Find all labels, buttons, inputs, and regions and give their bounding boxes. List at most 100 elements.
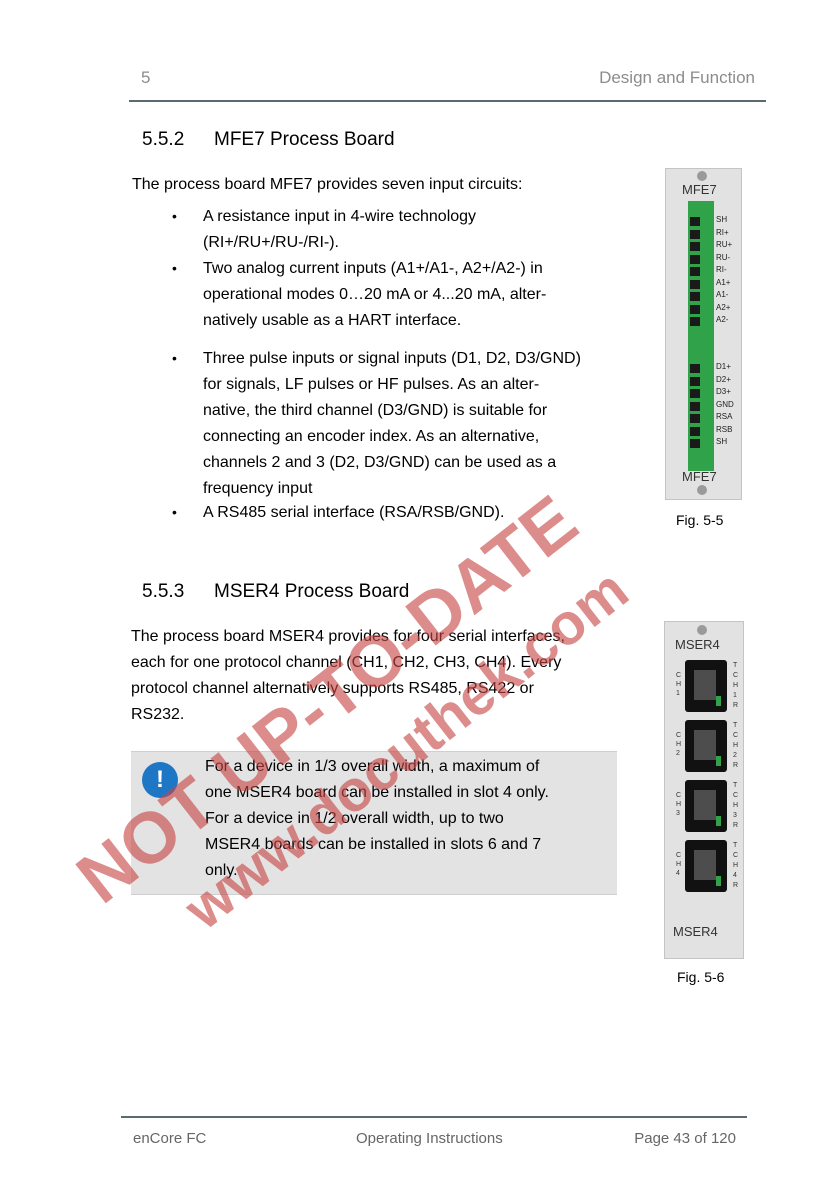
channel-label: H — [676, 801, 682, 808]
rj45-socket — [694, 670, 716, 700]
rj45-port-icon — [685, 840, 727, 892]
paragraph: The process board MFE7 provides seven in… — [132, 176, 523, 193]
pin-label: RSB — [716, 424, 733, 434]
bullet-text: operational modes 0…20 mA or 4...20 mA, … — [203, 286, 547, 303]
terminal-screw — [690, 376, 700, 386]
rj45-socket — [694, 790, 716, 820]
channel-label: C — [676, 672, 682, 679]
figure-caption: Fig. 5-5 — [676, 512, 724, 528]
pin-label: D1+ — [716, 362, 731, 371]
bullet-icon: • — [172, 208, 177, 224]
terminal-screw — [690, 292, 700, 301]
footer-page-number: Page 43 of 120 — [634, 1130, 736, 1147]
note-line: For a device in 1/2 overall width, up to… — [205, 810, 504, 827]
channel-label: R — [733, 702, 739, 709]
bullet-text: (RI+/RU+/RU-/RI-). — [203, 234, 339, 251]
channel-label: 1 — [733, 692, 737, 699]
bullet-text: Two analog current inputs (A1+/A1-, A2+/… — [203, 260, 543, 277]
terminal-screw — [690, 364, 700, 373]
header-rule — [129, 100, 766, 102]
channel-label: C — [733, 672, 739, 679]
footer-doc-type: Operating Instructions — [356, 1130, 503, 1147]
rj45-port-icon — [685, 780, 727, 832]
pin-label: A2- — [716, 315, 729, 324]
figure-caption: Fig. 5-6 — [677, 969, 725, 985]
pin-label: SH — [716, 215, 728, 224]
chapter-number: 5 — [141, 68, 151, 87]
channel-label: 4 — [733, 872, 737, 879]
channel-label: T — [733, 842, 738, 849]
bullet-text: A RS485 serial interface (RSA/RSB/GND). — [203, 504, 505, 521]
channel-label: H — [733, 742, 739, 749]
channel-label: H — [733, 802, 739, 809]
paragraph-line: each for one protocol channel (CH1, CH2,… — [131, 654, 562, 671]
bullet-text: connecting an encoder index. As an alter… — [203, 428, 540, 445]
rj45-port-icon — [685, 660, 727, 712]
board-label-top: MSER4 — [675, 637, 720, 652]
rj45-socket — [694, 850, 716, 880]
pin-label: RSA — [716, 412, 733, 421]
channel-label: 1 — [676, 690, 680, 697]
note-line: MSER4 boards can be installed in slots 6… — [205, 836, 542, 853]
channel-label: 3 — [733, 812, 737, 819]
channel-label: R — [733, 882, 739, 889]
led-indicator — [716, 816, 721, 826]
channel-label: C — [676, 792, 682, 799]
channel-label: H — [733, 682, 739, 689]
chapter-title: Design and Function — [599, 68, 755, 87]
channel-label: H — [676, 681, 682, 688]
terminal-screw — [690, 304, 700, 314]
terminal-screw — [690, 229, 700, 239]
terminal-screw — [690, 242, 700, 251]
terminal-screw — [690, 279, 700, 289]
channel-label: T — [733, 782, 738, 789]
pin-label: SH — [716, 437, 728, 446]
bullet-text: channels 2 and 3 (D2, D3/GND) can be use… — [203, 454, 557, 471]
terminal-screw — [690, 439, 700, 448]
channel-label: C — [733, 792, 739, 799]
board-label-bottom: MSER4 — [673, 924, 718, 939]
terminal-screw — [690, 414, 700, 423]
channel-label: 4 — [676, 870, 680, 877]
section-number: 5.5.3 — [142, 581, 185, 602]
bullet-text: natively usable as a HART interface. — [203, 312, 462, 329]
note-line: only. — [205, 862, 238, 879]
pin-label: A2+ — [716, 302, 731, 312]
terminal-screw — [690, 217, 700, 226]
pin-label: A1+ — [716, 277, 731, 287]
channel-label: C — [733, 852, 739, 859]
led-indicator — [716, 756, 721, 766]
pin-label: D2+ — [716, 374, 731, 384]
screw-icon — [697, 171, 707, 181]
led-indicator — [716, 696, 721, 706]
footer-product: enCore FC — [133, 1130, 207, 1147]
section-title: MFE7 Process Board — [214, 129, 395, 150]
screw-icon — [697, 485, 707, 495]
bullet-icon: • — [172, 504, 177, 520]
terminal-screw — [690, 254, 700, 264]
note-line: For a device in 1/3 overall width, a max… — [205, 758, 540, 775]
pin-label: D3+ — [716, 387, 731, 396]
channel-label: T — [733, 722, 738, 729]
board-label-bottom: MFE7 — [682, 469, 717, 484]
channel-label: H — [676, 861, 682, 868]
bullet-text: native, the third channel (D3/GND) is su… — [203, 402, 548, 419]
bullet-text: for signals, LF pulses or HF pulses. As … — [203, 376, 540, 393]
section-title: MSER4 Process Board — [214, 581, 410, 602]
channel-label: 2 — [733, 752, 737, 759]
note-box — [131, 751, 617, 895]
section-number: 5.5.2 — [142, 129, 185, 150]
info-exclamation-icon: ! — [142, 762, 178, 798]
channel-label: R — [733, 762, 739, 769]
rj45-port-icon — [685, 720, 727, 772]
footer-rule — [121, 1116, 747, 1118]
pin-label: RU+ — [716, 240, 733, 249]
channel-label: C — [676, 732, 682, 739]
terminal-screw — [690, 401, 700, 411]
paragraph-line: RS232. — [131, 706, 185, 723]
channel-label: C — [676, 852, 682, 859]
screw-icon — [697, 625, 707, 635]
paragraph-line: The process board MSER4 provides for fou… — [131, 628, 565, 645]
terminal-screw — [690, 389, 700, 398]
